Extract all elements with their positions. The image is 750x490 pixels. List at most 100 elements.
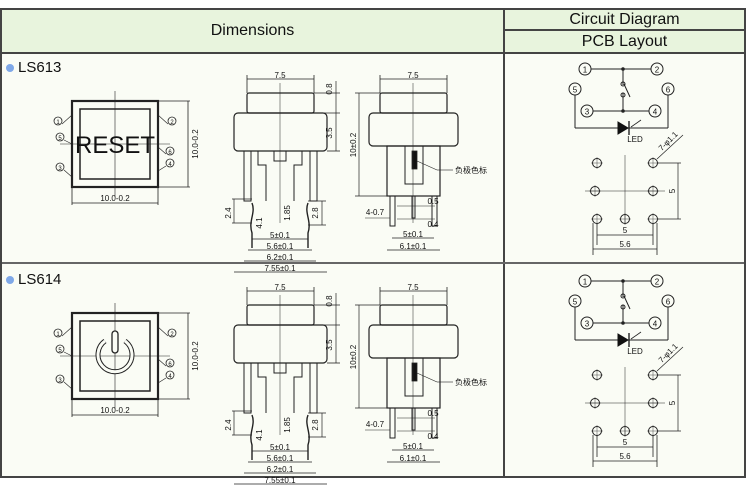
height-label: 10±0.2 <box>349 132 358 157</box>
height-label: 10.0-0.2 <box>191 129 200 159</box>
pin-number: 3 <box>585 320 590 329</box>
pin-callout-circle <box>165 146 175 156</box>
cathode-note: 负极色标 <box>455 377 487 387</box>
pin-callout-circle <box>165 358 175 368</box>
pin-callout-circle <box>55 162 65 172</box>
dim-b-label: 0.4 <box>427 220 439 229</box>
dim-a-label: 0.5 <box>427 409 439 418</box>
pin-leader <box>157 358 167 367</box>
pin <box>389 407 396 439</box>
pin-leader <box>157 165 167 172</box>
pin-number: 3 <box>58 166 62 172</box>
pin-dia-label: 4-0.7 <box>366 420 385 429</box>
cathode-mark <box>411 150 418 170</box>
pin-number: 5 <box>573 86 578 95</box>
header-pcb-layout: PCB Layout <box>505 31 744 54</box>
pin-b-label: 4.1 <box>255 429 264 441</box>
pin-circle <box>648 104 662 118</box>
model-label: LS613 <box>6 59 61 76</box>
pin-circle <box>661 82 675 96</box>
body-outline <box>368 112 459 147</box>
pin-leader <box>61 114 73 125</box>
junction <box>621 279 625 283</box>
span-label: 5±0.1 <box>403 442 424 451</box>
h-spacing-b-label: 5.6 <box>619 452 631 461</box>
pin-number: 6 <box>666 298 671 307</box>
body-height-label: 3.5 <box>325 127 334 139</box>
junction <box>621 321 625 325</box>
led-diode-icon <box>617 333 629 347</box>
led-label: LED <box>627 347 643 356</box>
pin-circle <box>578 274 592 288</box>
header-dimensions: Dimensions <box>2 10 505 54</box>
span-label: 5.6±0.1 <box>267 242 294 251</box>
power-icon-bar <box>111 330 119 354</box>
pin-number: 3 <box>58 378 62 384</box>
span-label: 5±0.1 <box>270 443 291 452</box>
span-label: 7.55±0.1 <box>264 264 296 273</box>
cathode-note: 负极色标 <box>455 165 487 175</box>
pin-number: 4 <box>168 162 172 168</box>
switch-lever <box>623 83 631 98</box>
led-diode-icon <box>617 121 629 135</box>
pin-leader <box>63 381 73 390</box>
led-housing <box>404 357 424 397</box>
leg-right <box>309 362 318 414</box>
pin-center <box>411 407 416 431</box>
body-outline <box>233 112 328 152</box>
span-label: 6.1±0.1 <box>400 242 427 251</box>
pin-leader <box>63 169 73 178</box>
h-spacing-b-label: 5.6 <box>619 240 631 249</box>
switch-contact <box>620 293 626 299</box>
span-label: 6.1±0.1 <box>400 454 427 463</box>
pin-leader <box>157 114 169 125</box>
pin-circle <box>580 104 594 118</box>
pin-callout-circle <box>165 158 175 168</box>
pin-c-label: 1.85 <box>283 417 292 433</box>
body-outline <box>233 324 328 364</box>
hole-leader <box>656 134 684 160</box>
pin-callout-circle <box>167 328 177 338</box>
pin-center <box>411 195 416 219</box>
model-label: LS614 <box>6 271 61 288</box>
span-label: 6.2±0.1 <box>267 465 294 474</box>
h-spacing-a-label: 5 <box>623 438 628 447</box>
pin-leader <box>157 326 169 337</box>
span-label: 7.55±0.1 <box>264 476 296 485</box>
switch-lever <box>623 295 631 310</box>
pin <box>389 195 396 227</box>
switch-contact <box>620 81 626 87</box>
body-height-label: 3.5 <box>325 339 334 351</box>
pin-circle <box>578 62 592 76</box>
row-divider <box>2 262 744 264</box>
dim-a-label: 0.5 <box>427 197 439 206</box>
pin-number: 4 <box>168 374 172 380</box>
pin-callout-circle <box>167 116 177 126</box>
pin-c-label: 1.85 <box>283 205 292 221</box>
pin-callout-circle <box>165 370 175 380</box>
pin-leader <box>63 351 73 357</box>
leg-left <box>243 150 252 202</box>
pin-callout-circle <box>53 328 63 338</box>
pin-leader <box>61 326 73 337</box>
led-housing <box>404 145 424 185</box>
junction <box>621 109 625 113</box>
pin-circle <box>650 274 664 288</box>
pin-a-label: 2.4 <box>224 419 233 431</box>
pin-callout-circle <box>53 116 63 126</box>
pin-circle <box>661 294 675 308</box>
pin-number: 1 <box>583 278 588 287</box>
hole-leader <box>656 346 684 372</box>
note-leader <box>416 372 438 383</box>
pin-callout-circle <box>55 374 65 384</box>
pin-leader <box>157 146 167 155</box>
pin-dia-label: 4-0.7 <box>366 208 385 217</box>
pin-circle <box>580 316 594 330</box>
body-outline <box>368 324 459 359</box>
pin-circle <box>650 62 664 76</box>
